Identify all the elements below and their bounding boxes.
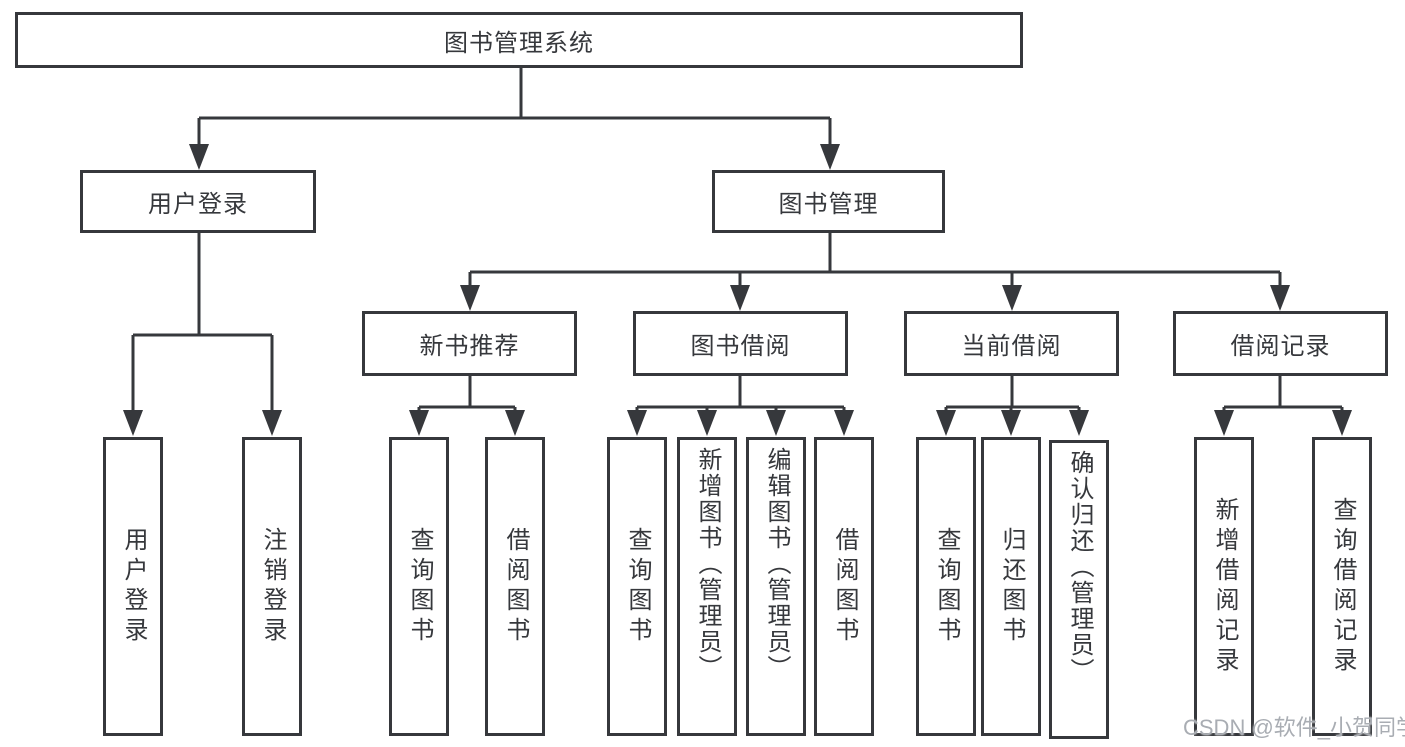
node-label: 查询图书	[933, 526, 960, 647]
node-label: 查询借阅记录	[1329, 496, 1356, 677]
node-bb-add-books-admin: 新增图书（管理员）	[677, 437, 737, 736]
connector-user-login	[131, 233, 274, 412]
node-label: 注销登录	[259, 526, 286, 647]
node-label: 编辑图书（管理员）	[763, 447, 790, 681]
connector-book-borrowing	[635, 376, 846, 412]
arrowhead-icon	[766, 410, 786, 436]
arrowhead-icon	[189, 144, 209, 170]
node-label: 确认归还（管理员）	[1066, 450, 1093, 684]
arrowhead-icon	[123, 410, 143, 436]
arrowhead-icon	[936, 410, 956, 436]
arrowhead-icon	[1270, 285, 1290, 311]
arrowhead-icon	[1332, 410, 1352, 436]
node-cb-query-books: 查询图书	[916, 437, 976, 736]
node-label: 当前借阅	[961, 333, 1062, 360]
arrowhead-icon	[262, 410, 282, 436]
node-label: 图书管理系统	[444, 29, 594, 57]
node-label: 新增借阅记录	[1211, 496, 1238, 677]
connector-current-borrowing	[944, 376, 1081, 412]
node-label: 借阅图书	[502, 526, 529, 647]
arrowhead-icon	[1002, 285, 1022, 311]
node-label: 新增图书（管理员）	[694, 447, 721, 681]
node-bb-edit-books-admin: 编辑图书（管理员）	[746, 437, 806, 736]
node-br-add-record: 新增借阅记录	[1194, 437, 1254, 736]
node-current-borrowing: 当前借阅	[904, 311, 1119, 376]
arrowhead-icon	[460, 285, 480, 311]
node-label: 图书借阅	[690, 333, 791, 360]
node-book-management: 图书管理	[712, 170, 945, 233]
arrowhead-icon	[834, 410, 854, 436]
arrowhead-icon	[1001, 410, 1021, 436]
node-nbr-query-books: 查询图书	[389, 437, 449, 736]
node-label: 新书推荐	[419, 333, 520, 360]
arrowhead-icon	[730, 285, 750, 311]
connector-new-book-recommendation	[417, 376, 517, 412]
arrowhead-icon	[1214, 410, 1234, 436]
node-bb-borrow-books: 借阅图书	[814, 437, 874, 736]
node-cb-confirm-return-admin: 确认归还（管理员）	[1049, 440, 1109, 739]
node-user-login: 用户登录	[80, 170, 316, 233]
node-library-management-system: 图书管理系统	[15, 12, 1023, 68]
node-nbr-borrow-books: 借阅图书	[485, 437, 545, 736]
node-new-book-recommendation: 新书推荐	[362, 311, 577, 376]
connector-book-management	[468, 233, 1282, 286]
arrowhead-icon	[409, 410, 429, 436]
node-borrowing-records: 借阅记录	[1173, 311, 1388, 376]
node-book-borrowing: 图书借阅	[633, 311, 848, 376]
node-br-query-record: 查询借阅记录	[1312, 437, 1372, 736]
node-bb-query-books: 查询图书	[607, 437, 667, 736]
connector-root	[197, 68, 832, 146]
node-label: 用户登录	[120, 526, 147, 647]
node-label: 查询图书	[406, 526, 433, 647]
arrowhead-icon	[505, 410, 525, 436]
csdn-watermark: CSDN @软件_小贺同学	[1183, 715, 1405, 740]
node-label: 借阅图书	[831, 526, 858, 647]
node-cb-return-books: 归还图书	[981, 437, 1041, 736]
arrowhead-icon	[627, 410, 647, 436]
arrowhead-icon	[697, 410, 717, 436]
arrowhead-icon	[820, 144, 840, 170]
arrowhead-icon	[1069, 410, 1089, 436]
node-label: 归还图书	[998, 526, 1025, 647]
node-logout-leaf: 注销登录	[242, 437, 302, 736]
node-user-login-leaf: 用户登录	[103, 437, 163, 736]
node-label: 图书管理	[778, 191, 879, 218]
connector-borrowing-records	[1222, 376, 1344, 412]
node-label: 用户登录	[148, 191, 248, 218]
node-label: 借阅记录	[1230, 333, 1331, 360]
node-label: 查询图书	[624, 526, 651, 647]
